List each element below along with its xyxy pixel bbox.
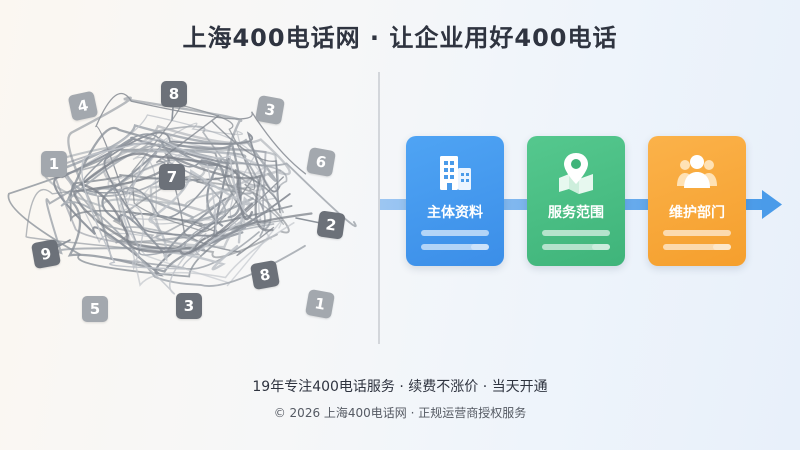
- number-badge-7: 7: [159, 164, 185, 190]
- card-placeholder-line: [421, 244, 489, 250]
- tangle-line: [81, 137, 247, 270]
- card-maintenance-dept[interactable]: 维护部门: [648, 136, 746, 266]
- number-badge-8-top: 8: [161, 81, 187, 107]
- tangle-line: [122, 149, 283, 287]
- tangle-line: [67, 96, 243, 243]
- tangle-line: [81, 133, 225, 219]
- tangle-line: [149, 164, 255, 249]
- card-label: 服务范围: [548, 205, 604, 221]
- tangle-line: [67, 126, 244, 273]
- tangle-line: [78, 152, 254, 255]
- card-placeholder-line: [663, 230, 731, 236]
- card-label: 主体资料: [427, 205, 483, 221]
- number-badge-9: 9: [30, 238, 62, 270]
- number-badge-3-bottom: 3: [176, 293, 202, 319]
- number-badge-1-right: 1: [304, 288, 336, 320]
- tangle-line: [155, 115, 281, 257]
- tangle-line: [103, 131, 291, 237]
- card-placeholder-line: [542, 244, 610, 250]
- tangle-line: [107, 151, 268, 221]
- tagline: 19年专注400电话服务 · 续费不涨价 · 当天开通: [252, 379, 548, 395]
- tangle-line: [62, 124, 277, 223]
- card-placeholder-line: [663, 244, 731, 250]
- tangle-line: [147, 168, 251, 271]
- building-icon: [440, 156, 471, 190]
- number-badge-4: 4: [67, 90, 99, 122]
- card-label: 维护部门: [669, 205, 725, 221]
- number-badge-1-left: 1: [41, 151, 67, 177]
- number-badge-3-top: 3: [254, 94, 286, 126]
- number-badge-2: 2: [316, 210, 346, 240]
- tangled-lines-illustration: [7, 92, 357, 295]
- tangle-line: [118, 151, 227, 256]
- page-title: 上海400电话网 · 让企业用好400电话: [182, 24, 618, 52]
- map-pin-icon: [559, 153, 593, 194]
- card-service-scope[interactable]: 服务范围: [527, 136, 625, 266]
- team-icon: [677, 155, 717, 188]
- card-placeholder-line: [542, 230, 610, 236]
- copyright: © 2026 上海400电话网 · 正规运营商授权服务: [273, 406, 527, 420]
- number-badge-6: 6: [305, 146, 337, 178]
- card-placeholder-line: [421, 230, 489, 236]
- card-entity-info[interactable]: 主体资料: [406, 136, 504, 266]
- section-divider: [378, 72, 380, 344]
- tangle-line: [72, 152, 313, 250]
- number-badge-5: 5: [82, 296, 108, 322]
- tangle-line: [126, 147, 217, 295]
- number-badge-8-bottom: 8: [249, 259, 281, 291]
- tangle-line: [112, 175, 290, 259]
